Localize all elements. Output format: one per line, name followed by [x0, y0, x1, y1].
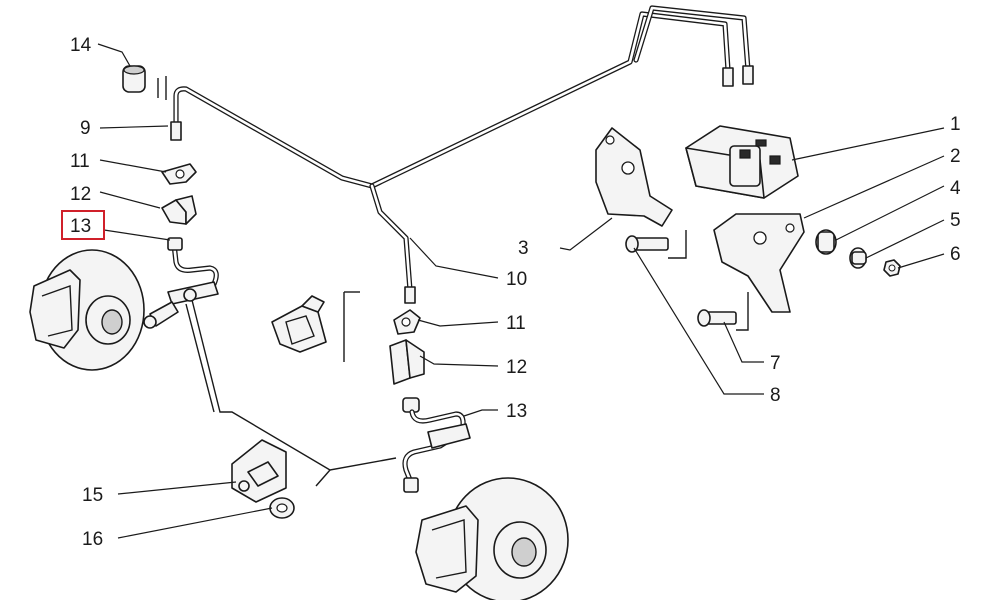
callout-highlight-box: [61, 210, 105, 240]
callout-11b: 11: [506, 313, 526, 334]
callout-4: 4: [950, 178, 961, 199]
abs-hydraulic-unit-icon: [685, 125, 799, 199]
callout-12b: 12: [506, 357, 527, 378]
callout-1: 1: [950, 114, 961, 135]
callout-13: 13: [70, 216, 91, 237]
abs-bracket-icon: [713, 213, 805, 313]
callout-14: 14: [70, 35, 92, 56]
callout-16: 16: [82, 529, 103, 550]
front-brake-disc-left-icon: [29, 249, 145, 371]
callout-8: 8: [770, 385, 781, 406]
callout-9: 9: [80, 118, 91, 139]
rubber-grommet-icon: [122, 65, 146, 93]
hose-bracket-right-icon: [389, 339, 425, 385]
callout-10: 10: [506, 269, 527, 290]
nut-icon: [883, 259, 901, 277]
leader-lines: [97, 43, 945, 539]
callout-3: 3: [518, 238, 529, 259]
rigid-brake-lines: [173, 5, 751, 293]
callout-5: 5: [950, 210, 961, 231]
callout-2: 2: [950, 146, 961, 167]
flexible-hose-left-icon: [143, 237, 219, 329]
callout-13b: 13: [506, 401, 527, 422]
hose-bracket-clamp-icon: [231, 439, 287, 503]
callout-11: 11: [70, 151, 90, 172]
alignment-lines: [668, 230, 749, 331]
callout-6: 6: [950, 244, 961, 265]
front-brake-disc-right-icon: [415, 477, 569, 600]
pipe-clip-icon: [161, 163, 197, 185]
callout-15: 15: [82, 485, 103, 506]
callout-7: 7: [770, 353, 781, 374]
bolt-long-icon: [625, 235, 669, 253]
group-lead-lines: [185, 299, 397, 487]
spacer-sleeve-icon: [849, 247, 867, 269]
callout-labels: 14 9 11 12 13 1 2 4 5 6 3 10 11 12 13 7 …: [61, 35, 961, 550]
flexible-hose-right-icon: [402, 397, 471, 493]
washer-icon: [269, 497, 295, 519]
pipe-fitting: [170, 65, 754, 304]
callout-12: 12: [70, 184, 91, 205]
pipe-clip-right-icon: [393, 309, 421, 335]
bolt-short-icon: [697, 309, 737, 327]
rubber-bush-icon: [815, 229, 837, 255]
pipe-clip-bar: [157, 76, 167, 100]
bracket-guide-lines: [343, 291, 360, 362]
mount-bracket-3-icon: [595, 127, 673, 227]
hose-bracket-icon: [161, 195, 197, 225]
mount-bracket-icon: [271, 295, 327, 353]
